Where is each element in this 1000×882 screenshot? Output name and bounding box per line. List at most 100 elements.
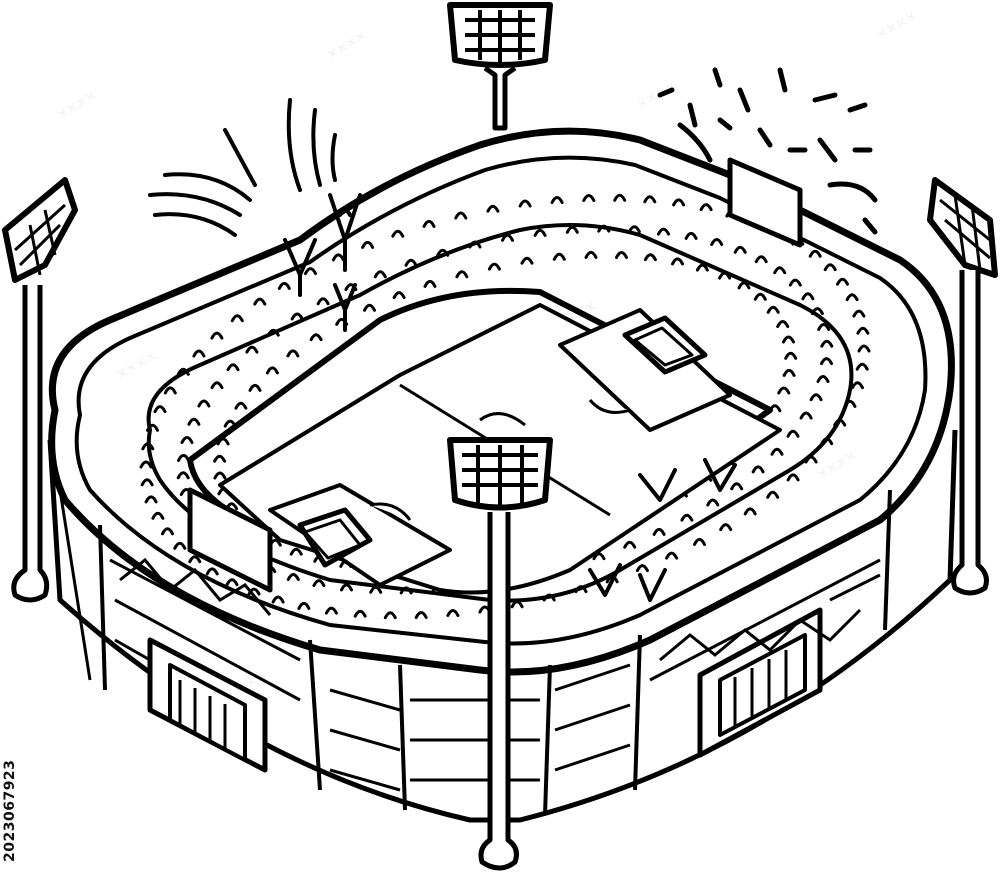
crowd-mark <box>197 399 211 408</box>
crowd-mark <box>768 404 782 413</box>
crowd-mark <box>369 585 383 594</box>
crowd-mark <box>852 309 866 318</box>
crowd-mark <box>226 363 240 372</box>
crowd-mark <box>446 609 460 617</box>
crowd-mark <box>423 279 437 288</box>
left-gate <box>147 637 268 773</box>
crowd-mark <box>533 228 547 237</box>
stadium-outer-rim <box>48 127 955 676</box>
crowd-mark <box>719 523 733 532</box>
crowd-mark <box>286 349 300 358</box>
crowd-mark <box>230 314 244 323</box>
crowd-mark <box>213 454 227 463</box>
crowd-mark <box>584 250 598 259</box>
crowd-mark <box>845 293 859 302</box>
crowd-mark <box>770 447 784 456</box>
floodlight-top <box>447 2 553 131</box>
crowd-mark <box>799 411 813 420</box>
crowd-mark <box>582 194 596 202</box>
crowd-mark <box>247 587 261 596</box>
crowd-mark <box>324 606 338 615</box>
crowd-mark <box>455 270 469 279</box>
crowd-mark <box>804 455 818 464</box>
crowd-mark <box>552 252 566 261</box>
crowd-mark <box>652 527 666 536</box>
crowd-mark <box>163 386 177 395</box>
crowd-mark <box>672 198 686 207</box>
crowd-mark <box>565 225 579 234</box>
crowd-mark <box>205 567 219 576</box>
crowd-mark <box>856 326 870 335</box>
crowd-mark <box>253 297 267 306</box>
crowd-mark <box>857 344 871 353</box>
crowd-mark <box>730 482 744 491</box>
crowd-mark <box>773 266 787 275</box>
crowd-mark <box>766 305 780 314</box>
crowd-mark <box>550 196 564 204</box>
crowd-mark <box>309 333 323 342</box>
crowd-mark <box>192 349 206 358</box>
crowd-mark <box>809 393 823 402</box>
crowd-mark <box>718 271 732 280</box>
crowd-mark <box>710 238 724 246</box>
crowd-mark <box>816 375 830 383</box>
crowd-mark <box>176 367 190 376</box>
floodlight-center <box>447 437 553 871</box>
svg-text:✕✕✕✕: ✕✕✕✕ <box>875 9 920 44</box>
crowd-mark <box>754 255 768 264</box>
crowd-mark <box>404 258 418 267</box>
crowd-mark <box>520 256 534 265</box>
crowd-mark <box>363 303 376 312</box>
crowd-mark <box>176 471 190 480</box>
crowd-mark <box>173 541 187 550</box>
crowd-mark <box>855 362 869 371</box>
crowd-mark <box>788 278 802 287</box>
crowd-mark <box>743 507 757 516</box>
crowd-mark <box>518 199 532 208</box>
crowd-mark <box>391 229 405 238</box>
crowd-mark <box>643 195 657 204</box>
crowd-mark <box>265 366 279 375</box>
crowd-mark <box>139 460 153 469</box>
crowd-mark <box>810 307 824 316</box>
crowd-mark <box>635 564 649 573</box>
crowd-mark <box>615 251 628 259</box>
crowd-mark <box>820 357 833 366</box>
crowd-mark <box>627 225 641 234</box>
crowd-mark <box>146 423 159 432</box>
crowd-mark <box>180 436 194 444</box>
crowd-mark <box>286 573 300 581</box>
crowd-mark <box>782 335 795 344</box>
crowd-mark <box>782 368 796 377</box>
crowd-mark <box>784 351 798 360</box>
crowd-mark <box>808 249 822 258</box>
crowd-mark <box>733 245 747 254</box>
stock-id-label: 2023067923 <box>2 759 18 862</box>
crowd-mark <box>766 490 780 499</box>
crowd-mark <box>266 328 280 337</box>
crowd-mark <box>851 381 864 390</box>
crowd-mark <box>486 204 500 213</box>
crowd-mark <box>422 219 436 228</box>
crowd-mark <box>223 419 237 428</box>
crowd-mark <box>487 262 501 271</box>
crowd-mark <box>699 203 713 212</box>
crowd-mark <box>786 473 800 482</box>
svg-text:✕✕✕✕: ✕✕✕✕ <box>635 79 680 114</box>
crowd-mark <box>706 498 720 507</box>
crowd-mark <box>225 578 239 587</box>
crowd-mark <box>290 312 304 321</box>
crowd-mark <box>801 292 815 301</box>
crowd-mark <box>501 233 514 242</box>
crowd-mark <box>248 383 262 392</box>
crowd-mark <box>836 277 849 286</box>
crowd-mark <box>151 511 165 520</box>
crowd-mark <box>297 601 311 610</box>
crowd-mark <box>289 547 303 556</box>
crowd-mark <box>665 551 679 560</box>
crowd-mark <box>777 386 791 395</box>
crowd-mark <box>657 227 670 236</box>
floodlight-left <box>2 177 78 603</box>
crowd-mark <box>144 495 158 504</box>
